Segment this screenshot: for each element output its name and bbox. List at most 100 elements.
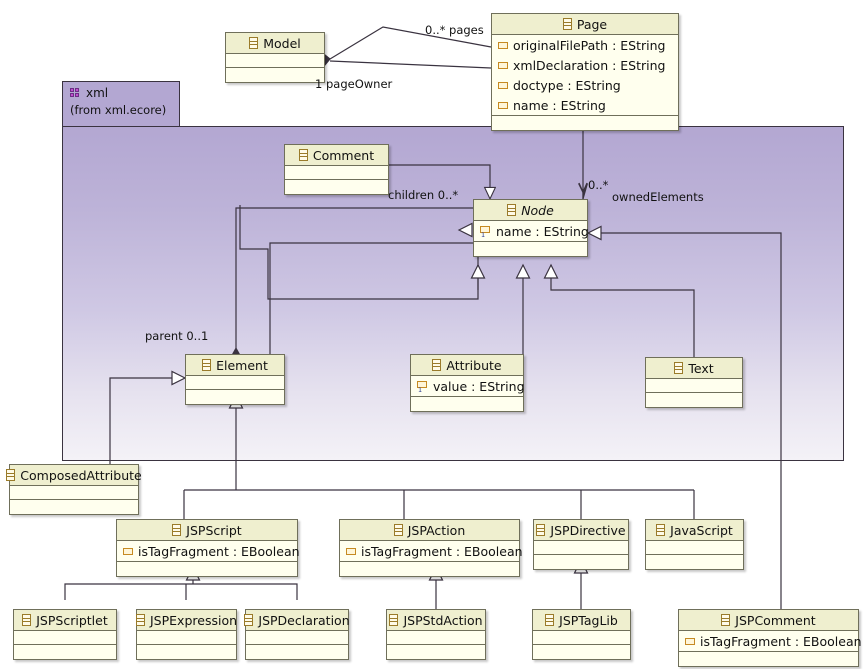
package-xml-tab[interactable]: xml (from xml.ecore) (62, 81, 180, 127)
class-attribute-name: Attribute (446, 357, 502, 373)
class-element[interactable]: Element (185, 354, 285, 405)
class-text-attributes (646, 379, 742, 393)
class-jspaction[interactable]: JSPAction isTagFragment : EBoolean (339, 519, 523, 577)
attribute-row: 1 name : EString (474, 221, 589, 241)
class-jspdeclaration-name: JSPDeclaration (258, 612, 350, 628)
attribute-icon (498, 61, 508, 69)
class-jspcomment[interactable]: JSPComment isTagFragment : EBoolean (678, 609, 862, 667)
class-comment[interactable]: Comment (284, 144, 389, 195)
class-jspdirective-header: JSPDirective (534, 520, 628, 541)
class-icon (507, 204, 517, 216)
class-element-attributes (186, 376, 284, 390)
attribute-label: originalFilePath : EString (513, 37, 666, 53)
class-jspdirective-operations (534, 555, 628, 569)
class-attribute[interactable]: Attribute 1 value : EString (410, 354, 525, 412)
class-page[interactable]: Page originalFilePath : EString xmlDecla… (491, 13, 679, 131)
class-jsptaglib[interactable]: JSPTagLib (532, 609, 631, 660)
class-jspexpression-name: JSPExpression (150, 612, 238, 628)
class-composedattribute[interactable]: ComposedAttribute (6, 464, 142, 515)
class-jspcomment-name: JSPComment (735, 612, 816, 628)
class-icon (536, 524, 546, 536)
class-text-header: Text (646, 358, 742, 379)
class-jspexpression[interactable]: JSPExpression (136, 609, 237, 660)
class-composedattribute-header: ComposedAttribute (6, 465, 142, 486)
class-comment-attributes (285, 166, 388, 180)
class-page-name: Page (576, 16, 608, 32)
class-composedattribute-attributes (10, 486, 138, 500)
class-node-header: Node (474, 200, 587, 221)
class-jspcomment-attributes: isTagFragment : EBoolean (679, 631, 862, 652)
class-jspstdaction[interactable]: JSPStdAction (386, 609, 486, 660)
attribute-label: isTagFragment : EBoolean (700, 633, 862, 649)
class-icon (249, 37, 259, 49)
class-jspdirective-attributes (534, 541, 628, 555)
class-text[interactable]: Text (645, 357, 743, 408)
attribute-icon (498, 101, 508, 109)
class-jsptaglib-operations (533, 645, 630, 659)
class-node-operations (474, 242, 587, 256)
class-icon (562, 18, 572, 30)
class-javascript[interactable]: JavaScript (645, 519, 744, 570)
attribute-icon (123, 547, 133, 555)
class-icon (22, 614, 32, 626)
attribute-label: xmlDeclaration : EString (513, 57, 666, 73)
edge-label-pages: 0..* pages (425, 23, 484, 37)
attribute-label: name : EString (513, 97, 606, 113)
class-jspexpression-attributes (137, 631, 236, 645)
class-model-attributes (226, 54, 324, 68)
class-icon (136, 614, 145, 626)
attribute-row: isTagFragment : EBoolean (340, 541, 523, 561)
edge-label-page-owner: 1 pageOwner (315, 77, 393, 91)
class-jspscript-attributes: isTagFragment : EBoolean (117, 541, 300, 562)
attribute-row: name : EString (492, 95, 678, 115)
class-javascript-header: JavaScript (646, 520, 743, 541)
edge-label-owned-elements: ownedElements (612, 190, 704, 204)
class-jsptaglib-header: JSPTagLib (533, 610, 630, 631)
class-jsptaglib-name: JSPTagLib (559, 612, 618, 628)
class-jspscriptlet[interactable]: JSPScriptlet (13, 609, 117, 660)
class-jspdeclaration-header: JSPDeclaration (244, 610, 350, 631)
attribute-row: 1 value : EString (411, 376, 525, 396)
class-attribute-attributes: 1 value : EString (411, 376, 525, 397)
class-jspscript-operations (117, 562, 297, 576)
class-node[interactable]: Node 1 name : EString (473, 199, 589, 257)
class-jspstdaction-header: JSPStdAction (387, 610, 485, 631)
class-node-name: Node (521, 202, 554, 218)
class-element-header: Element (186, 355, 284, 376)
attribute-icon (685, 637, 695, 645)
class-jspcomment-operations (679, 652, 858, 666)
class-javascript-name: JavaScript (670, 522, 733, 538)
class-jspdirective[interactable]: JSPDirective (533, 519, 629, 570)
class-javascript-attributes (646, 541, 743, 555)
attribute-label: name : EString (496, 223, 589, 239)
class-model[interactable]: Model (225, 32, 325, 83)
edge-label-owned-multiplicity: 0..* (588, 178, 609, 192)
class-jspscript[interactable]: JSPScript isTagFragment : EBoolean (116, 519, 300, 577)
class-composedattribute-operations (10, 500, 138, 514)
class-attribute-header: Attribute (411, 355, 523, 376)
attribute-row: doctype : EString (492, 75, 678, 95)
class-icon (656, 524, 666, 536)
edge-label-parent: parent 0..1 (145, 329, 209, 343)
attribute-label: doctype : EString (513, 77, 621, 93)
class-jspdeclaration[interactable]: JSPDeclaration (244, 609, 350, 660)
class-model-header: Model (226, 33, 324, 54)
class-jspscript-name: JSPScript (186, 522, 242, 538)
id-attribute-icon: 1 (480, 225, 491, 238)
class-jspexpression-operations (137, 645, 236, 659)
class-model-name: Model (263, 35, 301, 51)
class-comment-operations (285, 180, 388, 194)
edge-label-children: children 0..* (388, 188, 459, 202)
class-jspexpression-header: JSPExpression (136, 610, 238, 631)
class-icon (393, 524, 403, 536)
attribute-label: isTagFragment : EBoolean (361, 543, 523, 559)
class-jspscriptlet-header: JSPScriptlet (14, 610, 116, 631)
class-page-header: Page (492, 14, 678, 35)
attribute-row: originalFilePath : EString (492, 35, 678, 55)
class-page-operations (492, 116, 678, 130)
class-jspcomment-header: JSPComment (679, 610, 858, 631)
class-icon (244, 614, 254, 626)
attribute-row: isTagFragment : EBoolean (117, 541, 300, 561)
attribute-icon (498, 41, 508, 49)
